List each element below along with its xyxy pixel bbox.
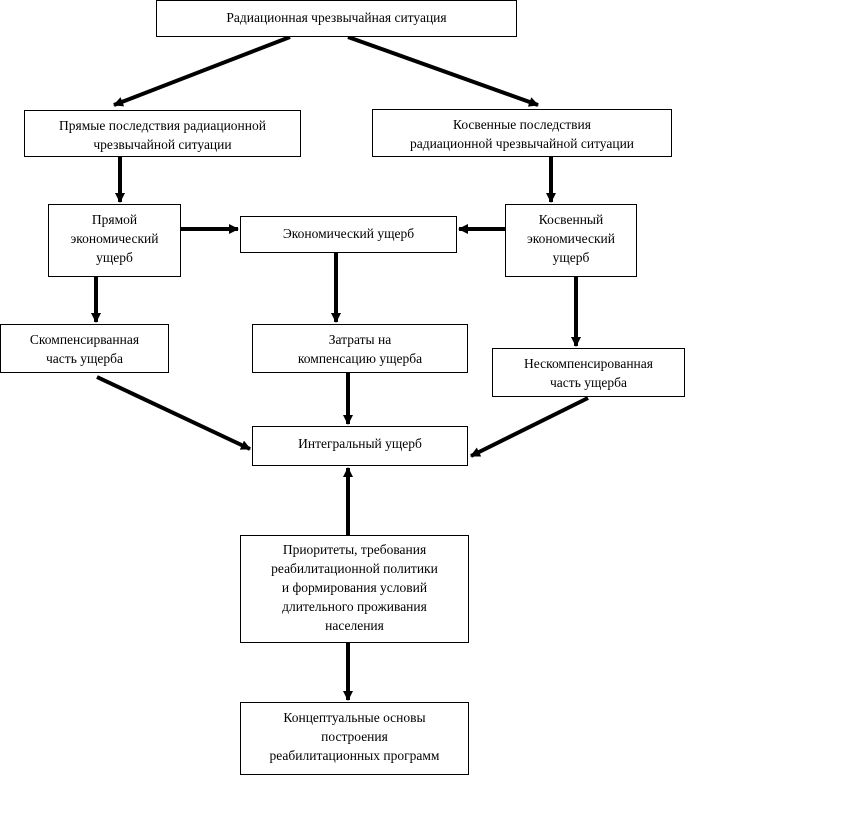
node-economic-damage: Экономический ущерб bbox=[240, 216, 457, 253]
node-uncompensated-part: Нескомпенсированная часть ущерба bbox=[492, 348, 685, 397]
node-conceptual-basis-line-1: Концептуальные основы bbox=[283, 710, 426, 725]
node-priorities-line-5: населения bbox=[325, 618, 384, 633]
node-priorities-line-1: Приоритеты, требования bbox=[282, 542, 427, 557]
node-indirect-consequences: Косвенные последствия радиационной чрезв… bbox=[372, 109, 672, 157]
node-conceptual-basis: Концептуальные основы построения реабили… bbox=[240, 702, 469, 775]
node-integral-damage-line-1: Интегральный ущерб bbox=[298, 436, 422, 451]
node-direct-consequences: Прямые последствия радиационной чрезвыча… bbox=[24, 110, 301, 157]
node-radiation-emergency-line-1: Радиационная чрезвычайная ситуация bbox=[226, 10, 447, 25]
node-direct-damage-line-2: экономический bbox=[70, 231, 159, 246]
node-conceptual-basis-line-3: реабилитационных программ bbox=[269, 748, 440, 763]
node-compensation-costs-line-1: Затраты на bbox=[328, 332, 392, 347]
node-compensated-part-line-1: Скомпенсирванная bbox=[29, 332, 140, 347]
node-priorities-line-3: и формирования условий bbox=[281, 580, 428, 595]
node-economic-damage-line-1: Экономический ущерб bbox=[282, 226, 415, 241]
node-priorities-line-2: реабилитационной политики bbox=[271, 561, 438, 576]
node-direct-damage-line-3: ущерб bbox=[96, 250, 133, 265]
node-uncompensated-part-line-1: Нескомпенсированная bbox=[524, 356, 653, 371]
node-priorities: Приоритеты, требования реабилитационной … bbox=[240, 535, 469, 643]
node-indirect-damage-line-3: ущерб bbox=[552, 250, 590, 265]
node-indirect-damage: Косвенный экономический ущерб bbox=[505, 204, 637, 277]
arrow-emergency-to-indirect bbox=[347, 35, 539, 107]
node-indirect-consequences-line-1: Косвенные последствия bbox=[452, 117, 591, 132]
node-direct-consequences-line-2: чрезвычайной ситуации bbox=[93, 137, 232, 152]
node-compensated-part: Скомпенсирванная часть ущерба bbox=[0, 324, 169, 373]
node-priorities-line-4: длительного проживания bbox=[282, 599, 427, 614]
node-indirect-damage-line-1: Косвенный bbox=[538, 212, 604, 227]
arrow-compensated-to-integral bbox=[96, 375, 251, 451]
node-uncompensated-part-line-2: часть ущерба bbox=[550, 375, 627, 390]
node-compensated-part-line-2: часть ущерба bbox=[46, 351, 123, 366]
arrow-emergency-to-direct bbox=[113, 35, 291, 107]
node-direct-damage-line-1: Прямой bbox=[91, 212, 138, 227]
node-indirect-consequences-line-2: радиационной чрезвычайной ситуации bbox=[409, 136, 635, 151]
node-direct-damage: Прямой экономический ущерб bbox=[48, 204, 181, 277]
arrow-uncompensated-to-integral bbox=[470, 396, 589, 458]
node-conceptual-basis-line-2: построения bbox=[321, 729, 388, 744]
node-indirect-damage-line-2: экономический bbox=[526, 231, 616, 246]
node-integral-damage: Интегральный ущерб bbox=[252, 426, 468, 466]
node-compensation-costs: Затраты на компенсацию ущерба bbox=[252, 324, 468, 373]
node-direct-consequences-line-1: Прямые последствия радиационной bbox=[59, 118, 266, 133]
node-radiation-emergency: Радиационная чрезвычайная ситуация bbox=[156, 0, 517, 37]
node-compensation-costs-line-2: компенсацию ущерба bbox=[297, 351, 423, 366]
